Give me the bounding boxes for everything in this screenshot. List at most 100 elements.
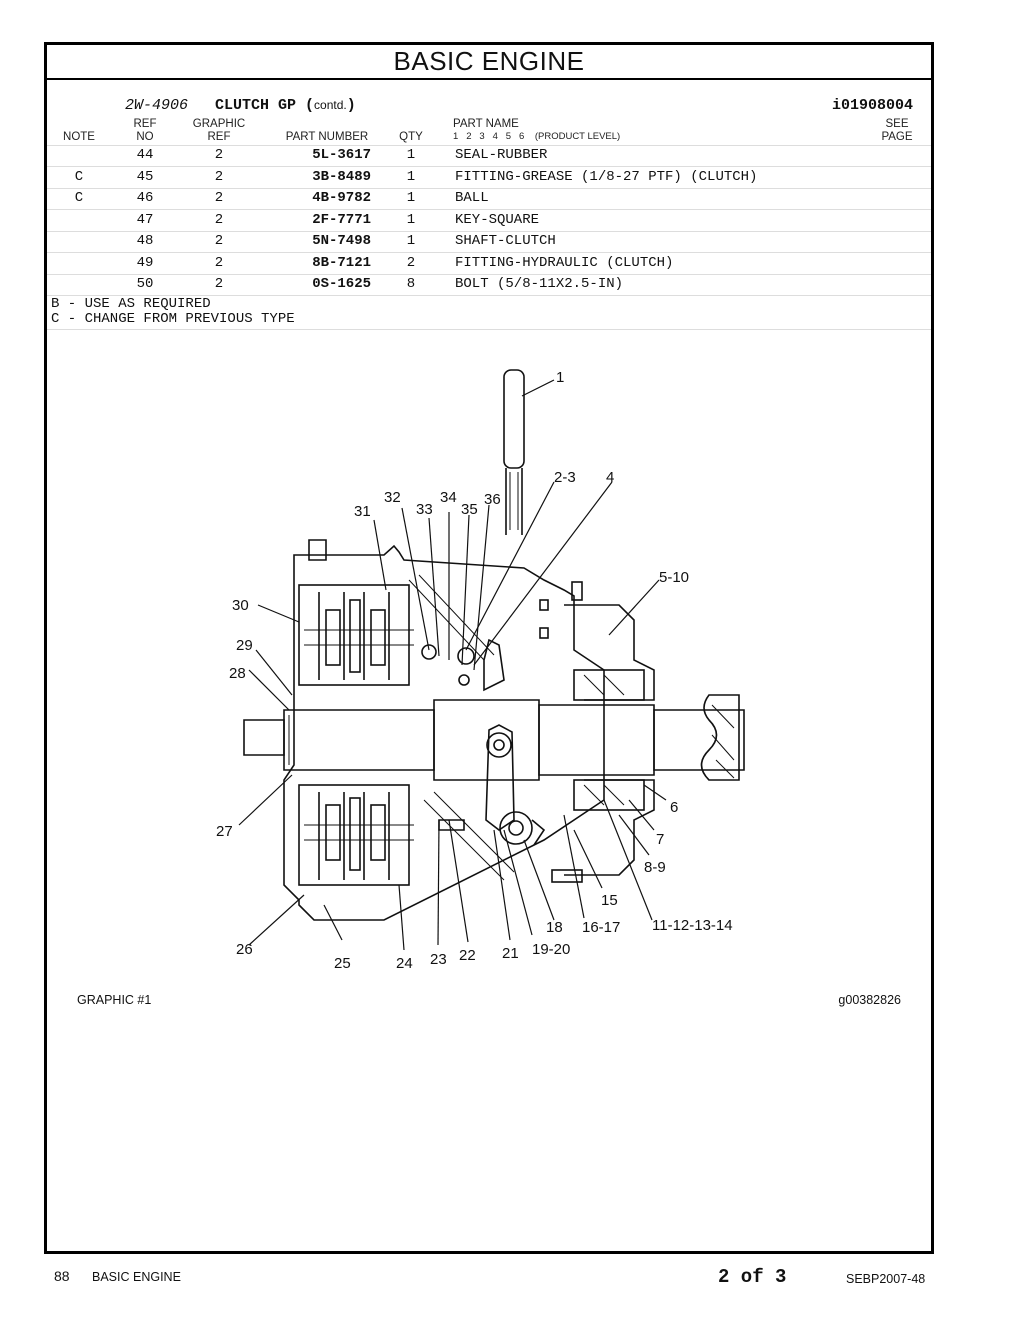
col-ref-bottom: NO — [136, 131, 154, 143]
cell-part-name: FITTING-GREASE (1/8-27 PTF) (CLUTCH) — [455, 168, 758, 185]
cell-qty: 2 — [406, 254, 416, 271]
note-c: C - CHANGE FROM PREVIOUS TYPE — [51, 311, 295, 327]
group-name: CLUTCH GP (contd.) — [215, 97, 356, 114]
notes-legend: B - USE AS REQUIRED C - CHANGE FROM PREV… — [51, 297, 295, 327]
group-id: i01908004 — [831, 97, 913, 114]
cell-qty: 1 — [406, 233, 416, 249]
cell-qty: 1 — [406, 147, 416, 163]
callout-8-9: 8-9 — [644, 859, 666, 876]
cell-part-number: 3B-8489 — [312, 168, 371, 185]
col-part-number: PART NUMBER — [285, 131, 369, 143]
callout-22: 22 — [459, 947, 476, 964]
row-rule — [47, 187, 931, 189]
group-header: 2W-4906 CLUTCH GP (contd.) i01908004 — [47, 97, 931, 117]
callout-2-3: 2-3 — [554, 469, 576, 486]
callout-33: 33 — [416, 501, 433, 518]
callout-18: 18 — [546, 919, 563, 936]
cell-graphic-ref: 2 — [214, 233, 224, 249]
cell-graphic-ref: 2 — [214, 168, 224, 185]
cell-ref-no: 45 — [136, 168, 154, 185]
callout-16-17: 16-17 — [582, 919, 620, 936]
callout-34: 34 — [440, 489, 457, 506]
graphic-label: GRAPHIC #1 — [77, 993, 152, 1007]
cell-part-name: BOLT (5/8-11X2.5-IN) — [455, 276, 624, 292]
cell-ref-no: 49 — [136, 254, 154, 271]
cell-ref-no: 44 — [136, 147, 154, 163]
col-qty: QTY — [399, 131, 423, 143]
cell-part-name: KEY-SQUARE — [455, 211, 540, 228]
col-see-bottom: PAGE — [881, 131, 913, 143]
cell-part-number: 5N-7498 — [312, 233, 371, 249]
callout-30: 30 — [232, 597, 249, 614]
callout-labels: 1 2-3 4 5-10 6 7 8-9 11-12-13-14 15 16-1… — [216, 369, 733, 972]
col-graphic-bottom: REF — [207, 131, 231, 143]
cell-graphic-ref: 2 — [214, 147, 224, 163]
col-product-level: 1 2 3 4 5 6 (PRODUCT LEVEL) — [453, 131, 621, 142]
callout-23: 23 — [430, 951, 447, 968]
callout-24: 24 — [396, 955, 413, 972]
cell-qty: 1 — [406, 190, 416, 206]
row-rule — [47, 273, 931, 275]
page-frame: BASIC ENGINE 2W-4906 CLUTCH GP (contd.) … — [44, 42, 934, 1254]
callout-32: 32 — [384, 489, 401, 506]
table-row: C 45 2 3B-8489 1 FITTING-GREASE (1/8-27 PTF) … — [47, 167, 931, 188]
group-contd: contd. — [314, 98, 347, 112]
col-ref-top: REF — [133, 118, 157, 130]
cell-part-name: SEAL-RUBBER — [455, 147, 548, 163]
cell-part-number: 0S-1625 — [312, 276, 371, 292]
callout-15: 15 — [601, 892, 618, 909]
row-rule — [47, 166, 931, 167]
group-name-close: ) — [346, 97, 356, 114]
row-rule — [47, 209, 931, 210]
callout-29: 29 — [236, 637, 253, 654]
callout-5-10: 5-10 — [659, 569, 689, 586]
graphic-id: g00382826 — [838, 993, 901, 1007]
page-title: BASIC ENGINE — [47, 45, 931, 80]
cell-ref-no: 46 — [136, 190, 154, 206]
callout-1: 1 — [556, 369, 564, 386]
callout-25: 25 — [334, 955, 351, 972]
cell-qty: 8 — [406, 276, 416, 292]
row-rule — [47, 252, 931, 253]
clutch-drawing — [243, 369, 745, 921]
cell-qty: 1 — [406, 211, 416, 228]
callout-31: 31 — [354, 503, 371, 520]
cell-part-number: 4B-9782 — [312, 190, 371, 206]
callout-19-20: 19-20 — [532, 941, 570, 958]
cell-graphic-ref: 2 — [214, 276, 224, 292]
callout-36: 36 — [484, 491, 501, 508]
group-number: 2W-4906 — [125, 97, 189, 114]
cell-part-name: FITTING-HYDRAULIC (CLUTCH) — [455, 254, 674, 271]
row-rule — [47, 230, 931, 232]
callout-leaders — [238, 379, 667, 951]
cell-ref-no: 47 — [136, 211, 154, 228]
cell-graphic-ref: 2 — [214, 190, 224, 206]
table-rule — [47, 145, 931, 146]
callout-4: 4 — [606, 469, 614, 486]
callout-35: 35 — [461, 501, 478, 518]
callout-27: 27 — [216, 823, 233, 840]
col-see-top: SEE — [885, 118, 909, 130]
cell-qty: 1 — [406, 168, 416, 185]
col-graphic-top: GRAPHIC — [192, 118, 246, 130]
callout-26: 26 — [236, 941, 253, 958]
note-b: B - USE AS REQUIRED — [51, 296, 211, 312]
cell-part-number: 2F-7771 — [312, 211, 371, 228]
footer-sheet: 2 of 3 — [718, 1266, 787, 1288]
cell-ref-no: 50 — [136, 276, 154, 292]
callout-6: 6 — [670, 799, 678, 816]
footer-doc-number: SEBP2007-48 — [846, 1272, 926, 1286]
clutch-exploded-view: 1 2-3 4 5-10 6 7 8-9 11-12-13-14 15 16-1… — [216, 369, 745, 972]
table-row: 50 2 0S-1625 8 BOLT (5/8-11X2.5-IN) — [47, 274, 931, 295]
callout-28: 28 — [229, 665, 246, 682]
cell-note: C — [74, 168, 84, 185]
cell-part-name: BALL — [455, 190, 489, 206]
callout-7: 7 — [656, 831, 664, 848]
callout-11-12-13-14: 11-12-13-14 — [652, 917, 733, 934]
group-name-text: CLUTCH GP ( — [215, 97, 315, 114]
